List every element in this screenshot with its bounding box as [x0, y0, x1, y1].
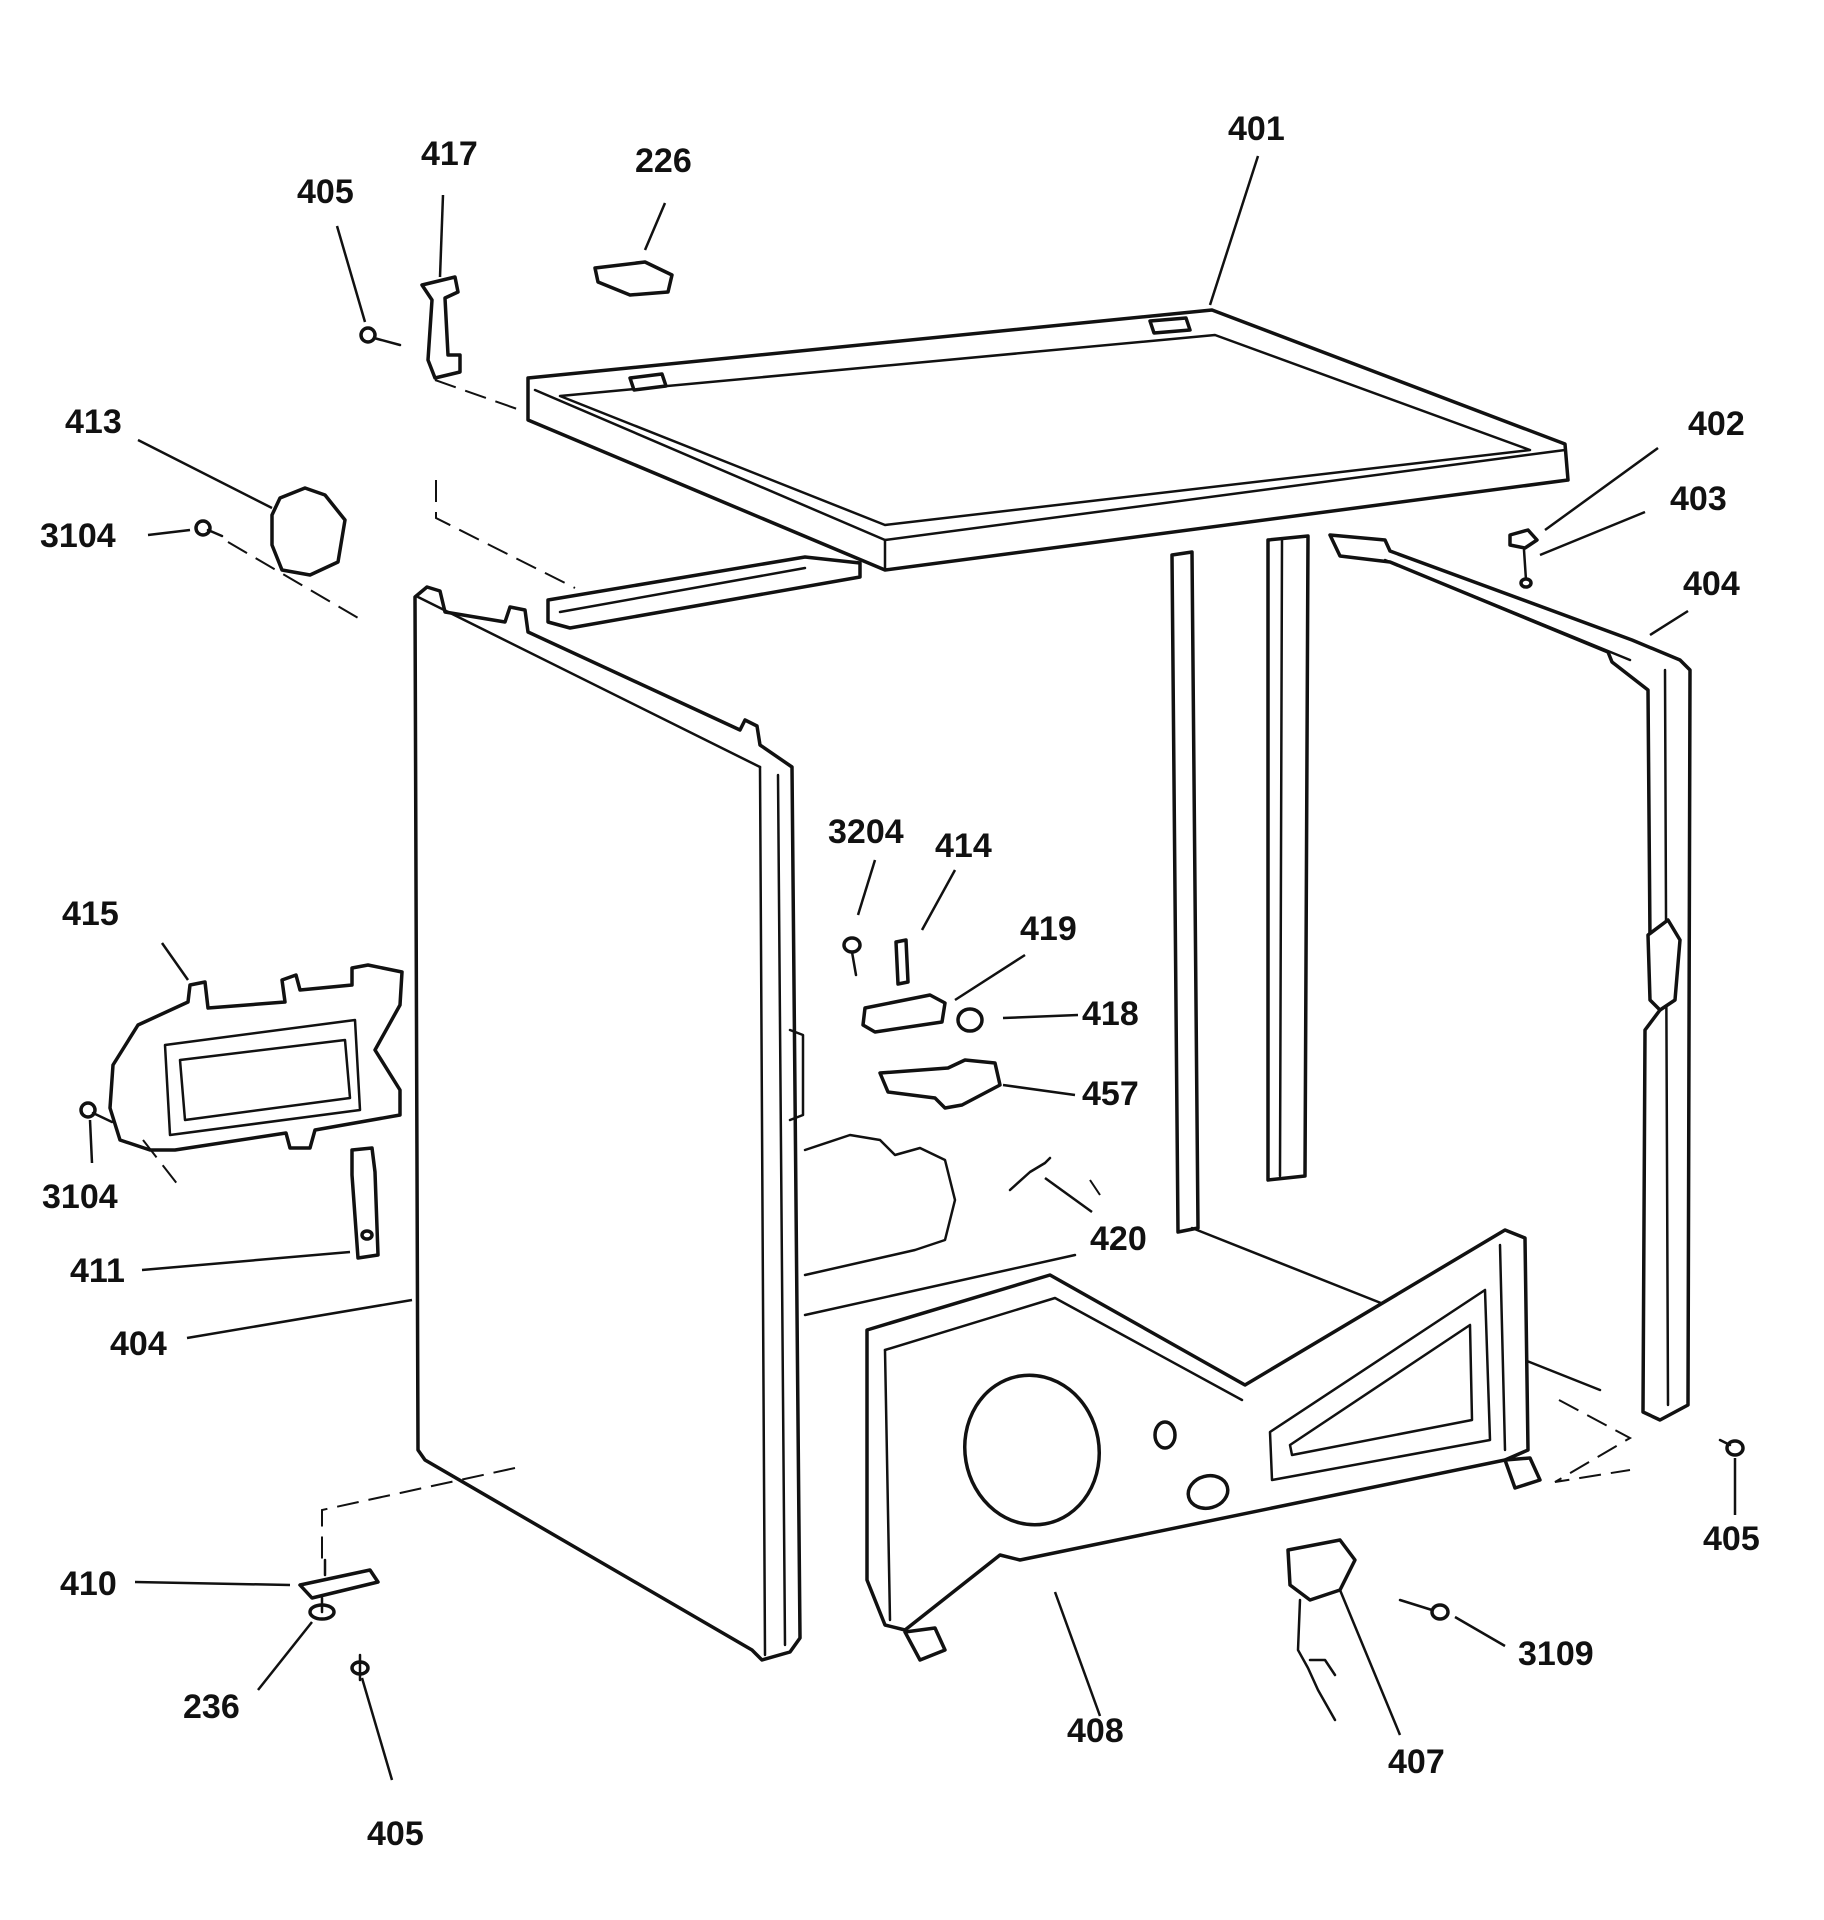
- duct-panel-part-415: [108, 963, 404, 1152]
- screw-part-3204: [842, 936, 862, 977]
- callout-418: 418: [1082, 995, 1139, 1033]
- screw-part-3109: [1398, 1598, 1450, 1621]
- callout-labels: 401 226 417 405 413 3104 402 403 404 320…: [40, 110, 1760, 1853]
- callout-3109: 3109: [1518, 1635, 1594, 1673]
- callout-457: 457: [1082, 1075, 1139, 1113]
- callout-404-left: 404: [110, 1325, 167, 1363]
- callout-407: 407: [1388, 1743, 1445, 1781]
- leveling-block-part-402: [1508, 528, 1539, 550]
- callout-402: 402: [1688, 405, 1745, 443]
- assembly-alignment-lines: [142, 379, 1633, 1560]
- callout-417: 417: [421, 135, 478, 173]
- screw-part-403: [1519, 548, 1533, 589]
- bracket-part-411: [350, 1146, 380, 1260]
- left-side-panel-part-404: [413, 585, 805, 1662]
- callout-405-right: 405: [1703, 1520, 1760, 1558]
- rear-panel-opening: [803, 1133, 1077, 1317]
- screw-part-405-right: [1718, 1438, 1745, 1457]
- wire-clip-part-226: [593, 260, 674, 297]
- callout-419: 419: [1020, 910, 1077, 948]
- screw-part-3104-bottom: [79, 1101, 114, 1124]
- callout-411: 411: [70, 1252, 125, 1290]
- screw-part-3104-top: [194, 519, 224, 538]
- callout-403: 403: [1670, 480, 1727, 518]
- callout-420: 420: [1090, 1220, 1147, 1258]
- pin-part-414: [894, 938, 910, 986]
- callout-236: 236: [183, 1688, 240, 1726]
- foot-part-236: [308, 1596, 336, 1621]
- callout-410: 410: [60, 1565, 117, 1603]
- top-cover-part-401: [526, 308, 1570, 572]
- callout-3104-top: 3104: [40, 517, 116, 555]
- screw-part-405-top: [359, 326, 402, 347]
- callout-3104-bottom: 3104: [42, 1178, 118, 1216]
- callout-408: 408: [1067, 1712, 1124, 1750]
- spring-clip-part-420: [1008, 1156, 1052, 1192]
- rear-frame: [546, 534, 1602, 1392]
- front-base-frame-part-408: [865, 1228, 1542, 1662]
- hinge-bracket-part-417: [420, 275, 462, 380]
- callout-405-bottom: 405: [367, 1815, 424, 1853]
- callout-414: 414: [935, 827, 992, 865]
- grommet-part-418: [956, 1007, 984, 1033]
- callout-404-right: 404: [1683, 565, 1740, 603]
- screw-part-405-bottom: [350, 1653, 370, 1682]
- right-side-panel-part-404: [1328, 533, 1692, 1422]
- callout-226: 226: [635, 142, 692, 180]
- terminal-block-part-419: [861, 993, 947, 1034]
- callout-415: 415: [62, 895, 119, 933]
- leg-bracket-part-410: [298, 1558, 380, 1600]
- callout-401: 401: [1228, 110, 1285, 148]
- bracket-part-457: [878, 1058, 1002, 1110]
- power-cord-terminal-part-407: [1286, 1538, 1357, 1722]
- callout-3204: 3204: [828, 813, 904, 851]
- callout-405-top: 405: [297, 173, 354, 211]
- vent-cover-part-413: [270, 486, 347, 577]
- callout-leader-lines: [88, 155, 1737, 1781]
- callout-413: 413: [65, 403, 122, 441]
